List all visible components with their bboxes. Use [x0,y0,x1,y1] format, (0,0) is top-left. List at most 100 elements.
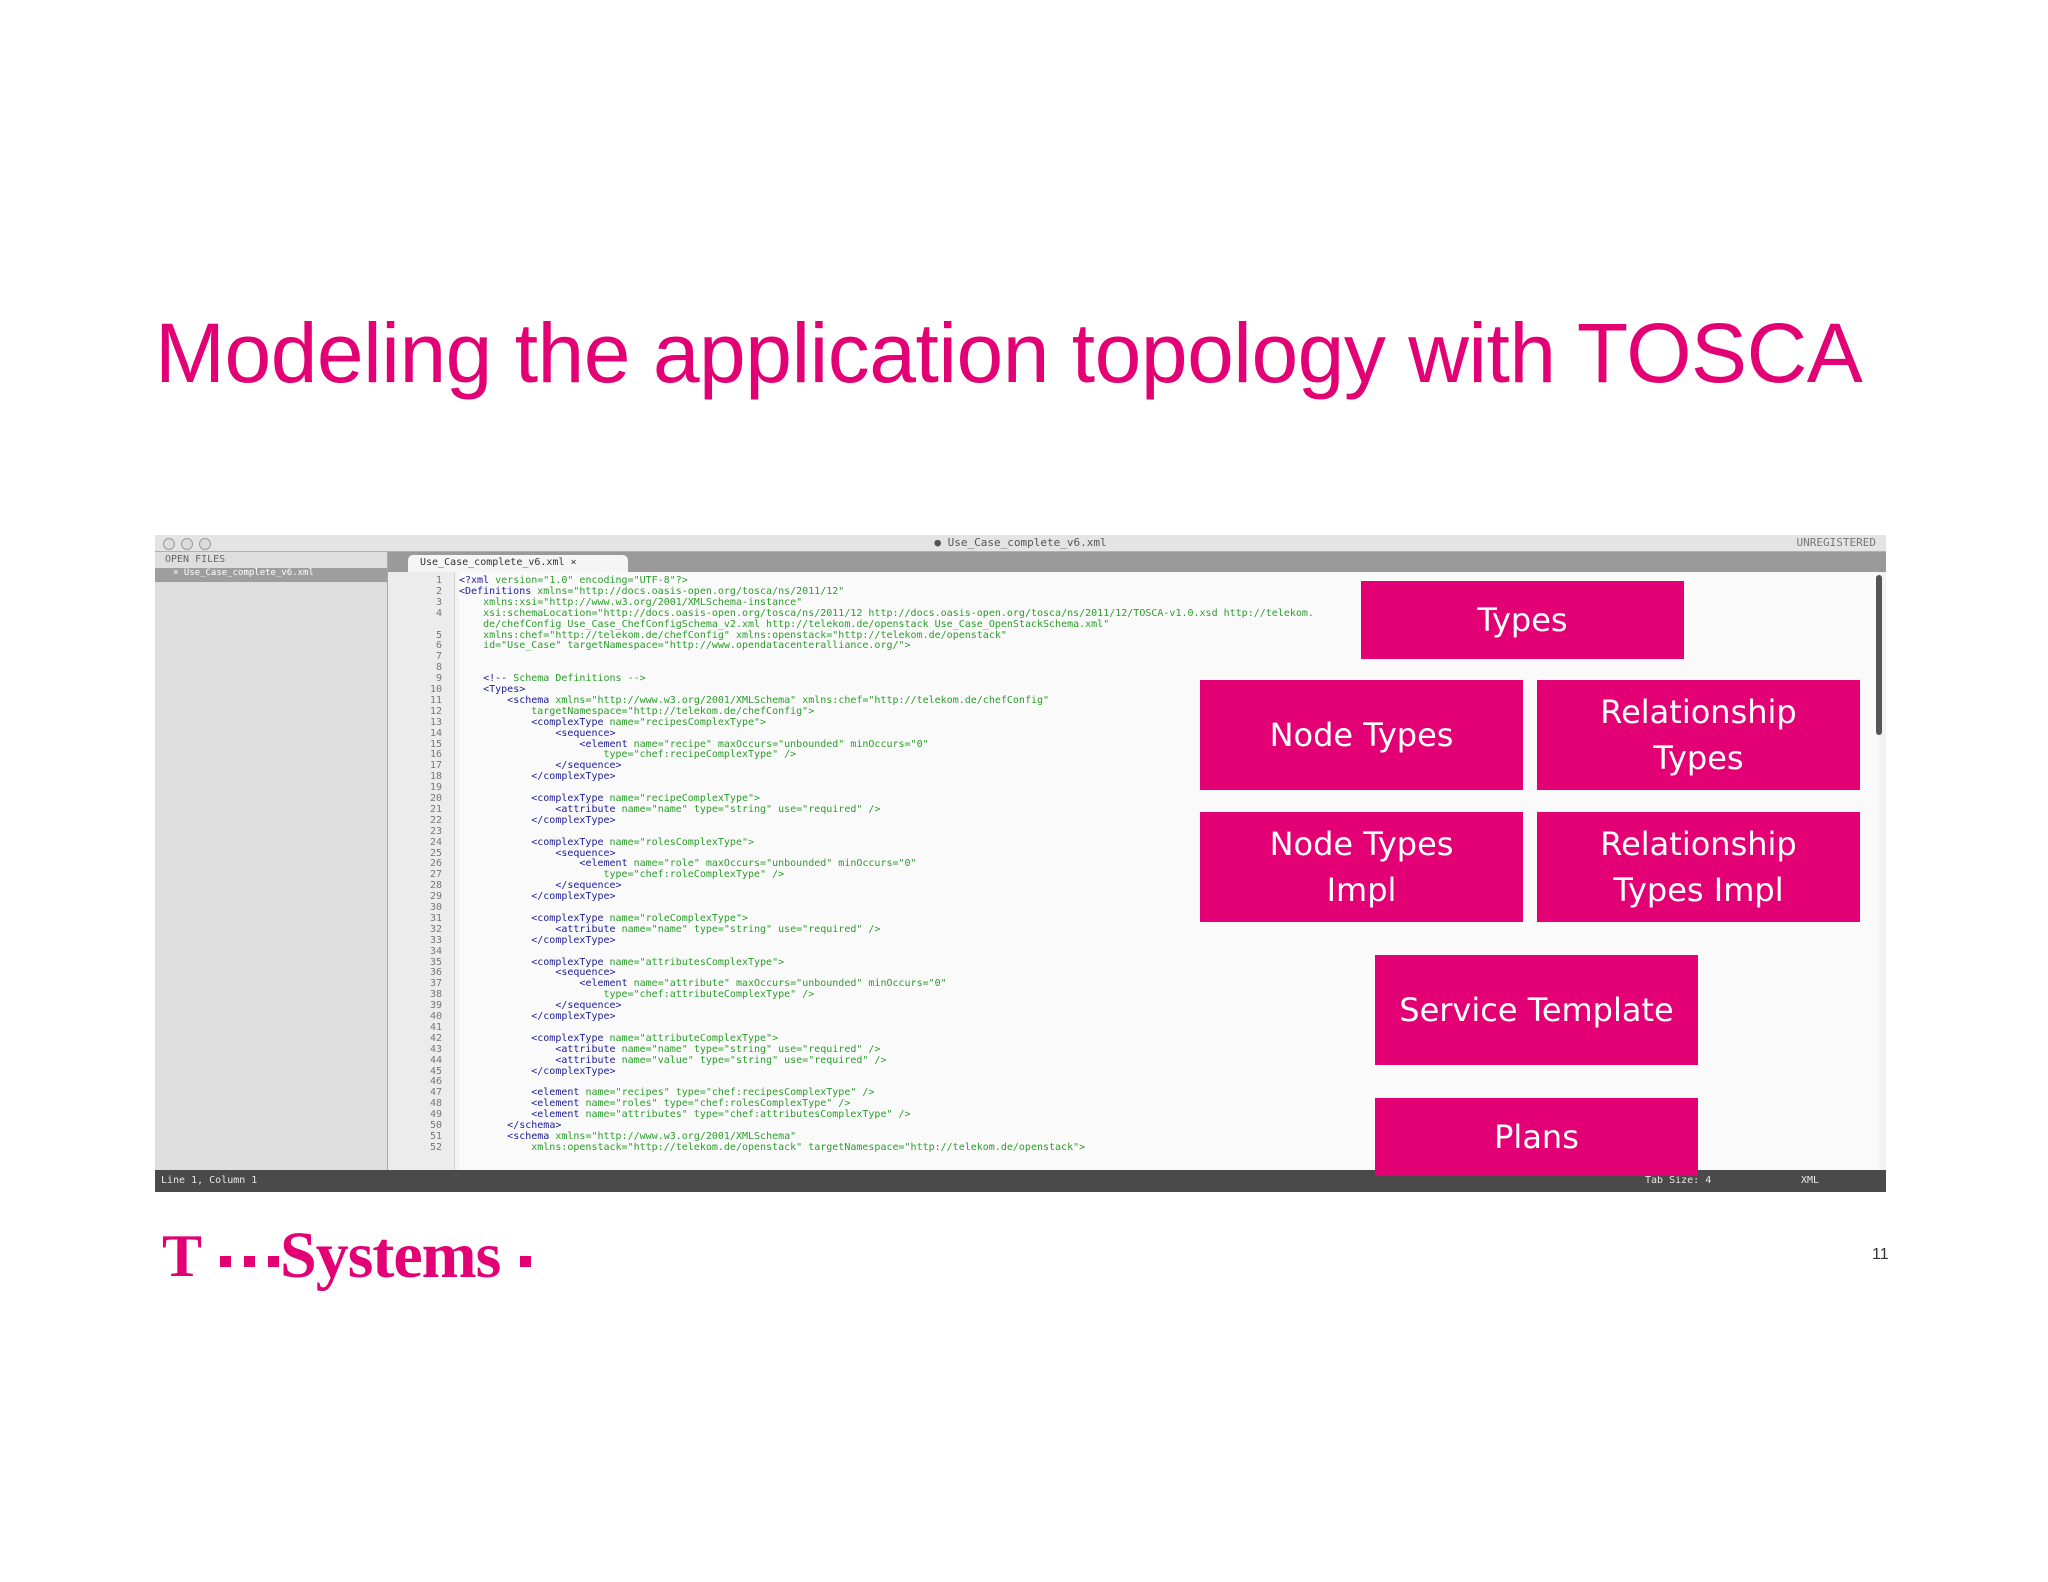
code-attributes: name="attribute" maxOccurs="unbounded" m… [627,978,947,990]
code-line: </complexType> [459,934,616,947]
code-indent [459,1109,531,1120]
code-attributes: name="recipes" type="chef:recipesComplex… [579,1087,875,1099]
code-tag: </sequence> [555,880,622,892]
code-tag: <complexType [531,716,604,728]
code-line: <schema xmlns="http://www.w3.org/2001/XM… [459,1131,796,1143]
code-line: <Definitions xmlns="http://docs.oasis-op… [459,585,845,598]
code-line: <complexType name="recipeComplexType"> [459,793,760,805]
line-number: 41 [429,1021,442,1033]
code-indent [459,1033,531,1044]
code-line: <complexType name="roleComplexType"> [459,912,748,925]
code-line: <sequence> [459,967,615,979]
code-tag: <complexType [531,793,604,804]
code-attributes: name="name" type="string" use="required"… [615,803,881,815]
code-attributes: xmlns="http://docs.oasis-open.org/tosca/… [531,585,845,597]
line-number: 19 [429,782,442,794]
line-number: 6 [435,640,442,652]
close-window-icon[interactable] [163,538,175,550]
code-tag: <?xml [459,575,490,586]
code-tag: </sequence> [555,760,622,772]
code-indent [459,957,531,968]
code-attributes: Schema Definitions --> [507,673,646,685]
code-attributes: name="recipe" maxOccurs="unbounded" minO… [627,738,929,750]
maximize-window-icon[interactable] [199,538,211,550]
syntax-indicator[interactable]: XML [1801,1175,1820,1186]
code-indent [459,695,507,706]
sidebar-file-item[interactable]: × Use_Case_complete_v6.xml [155,568,387,582]
relationship-types-impl-box: Relationship Types Impl [1537,812,1860,922]
code-tag: <complexType [531,912,604,924]
code-attributes: xmlns:xsi="http://www.w3.org/2001/XMLSch… [483,596,803,608]
code-attributes: name="attributeComplexType"> [603,1032,779,1044]
line-number: 48 [429,1098,442,1110]
code-tag: <schema [507,694,550,706]
line-number: 32 [429,923,442,935]
code-line: <complexType name="rolesComplexType"> [459,837,754,849]
code-tag: <attribute [555,923,616,935]
line-number: 8 [435,662,442,674]
code-indent [459,1055,555,1066]
line-number: 40 [429,1011,442,1022]
logo-dot-3 [268,1256,279,1267]
line-number: 47 [429,1087,442,1099]
code-tag: </complexType> [531,1065,616,1077]
code-line: de/chefConfig Use_Case_ChefConfigSchema_… [459,619,1109,631]
line-number: 24 [429,836,442,848]
code-tag: <element [579,978,628,990]
code-tag: </complexType> [531,891,616,903]
code-line: <Types> [459,684,526,696]
code-tag: <element [531,1109,580,1121]
code-indent [459,728,555,739]
editor-sidebar: OPEN FILES × Use_Case_complete_v6.xml [155,552,388,1170]
code-attributes: name="attributes" type="chef:attributesC… [579,1109,911,1121]
code-tag: <element [531,1098,580,1110]
relationship-types-label-line1: Relationship [1600,693,1797,731]
code-attributes: name="name" type="string" use="required"… [615,1043,881,1055]
code-attributes: targetNamespace="http://telekom.de/chefC… [531,705,815,717]
code-attributes: xsi:schemaLocation="http://docs.oasis-op… [483,607,1314,619]
line-number: 15 [429,738,442,750]
code-indent [459,858,579,869]
code-line: <element name="recipe" maxOccurs="unboun… [459,738,929,751]
line-number: 44 [429,1054,442,1066]
unregistered-label: UNREGISTERED [1796,536,1876,549]
editor-scrollbar[interactable] [1876,575,1882,735]
logo-wordmark: Systems [280,1219,501,1292]
code-tag: </complexType> [531,934,616,946]
code-line: <!-- Schema Definitions --> [459,673,646,685]
code-indent [459,967,555,978]
relationship-types-label-line2: Types [1653,739,1744,777]
code-tag: <sequence> [555,847,616,859]
line-number: 42 [429,1032,442,1044]
code-tag: <!-- [483,673,508,685]
code-line: <attribute name="name" type="string" use… [459,1043,881,1056]
code-line: </complexType> [459,815,615,827]
minimize-window-icon[interactable] [181,538,193,550]
line-number: 14 [429,727,442,739]
service-template-label: Service Template [1399,991,1674,1029]
line-number: 5 [435,629,442,641]
line-number: 26 [429,858,442,870]
code-line: xmlns:xsi="http://www.w3.org/2001/XMLSch… [459,596,803,609]
line-number: 46 [429,1076,442,1088]
node-types-impl-box: Node Types Impl [1200,812,1523,922]
line-number: 21 [429,803,442,815]
line-number: 10 [429,684,442,695]
code-tag: <Definitions [459,585,532,597]
code-tag: <Types> [483,684,526,695]
line-number: 9 [435,673,442,685]
line-number: 39 [429,1000,442,1012]
code-line: type="chef:recipeComplexType" /> [459,749,797,761]
code-indent [459,771,531,782]
tab-use-case-file[interactable]: Use_Case_complete_v6.xml × [408,555,628,572]
code-indent [459,880,555,891]
code-attributes: id="Use_Case" targetNamespace="http://ww… [483,640,911,652]
tab-size-indicator[interactable]: Tab Size: 4 [1645,1175,1712,1186]
code-attributes: name="roleComplexType"> [603,912,748,924]
line-number: 33 [429,934,442,946]
line-number: 20 [429,793,442,804]
code-indent [459,608,483,619]
code-attributes: type="chef:recipeComplexType" /> [603,749,797,761]
code-indent [459,935,531,946]
